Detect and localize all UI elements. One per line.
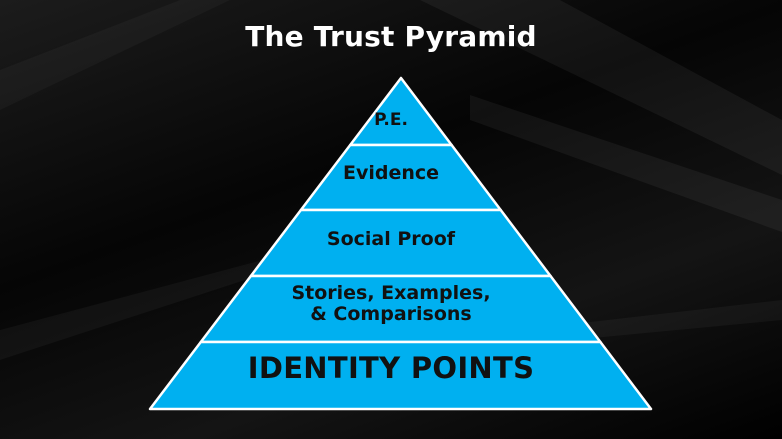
- layer-label-line: & Comparisons: [310, 302, 472, 325]
- layer-label-line: IDENTITY POINTS: [247, 351, 535, 385]
- layer-label-line: Evidence: [342, 162, 440, 184]
- layer-label-social-proof: Social Proof: [0, 229, 782, 250]
- layer-label-line: Social Proof: [326, 228, 456, 250]
- layer-label-stories: Stories, Examples, & Comparisons: [0, 283, 782, 324]
- layer-label-pe: P.E.: [0, 110, 782, 130]
- layer-label-line: Stories, Examples,: [291, 282, 491, 304]
- layer-label-evidence: Evidence: [0, 163, 782, 184]
- layer-label-line: P.E.: [374, 110, 408, 130]
- slide-title: The Trust Pyramid: [245, 20, 537, 53]
- pyramid-layer-identity-points: [148, 340, 653, 411]
- layer-label-identity-points: IDENTITY POINTS: [0, 351, 782, 385]
